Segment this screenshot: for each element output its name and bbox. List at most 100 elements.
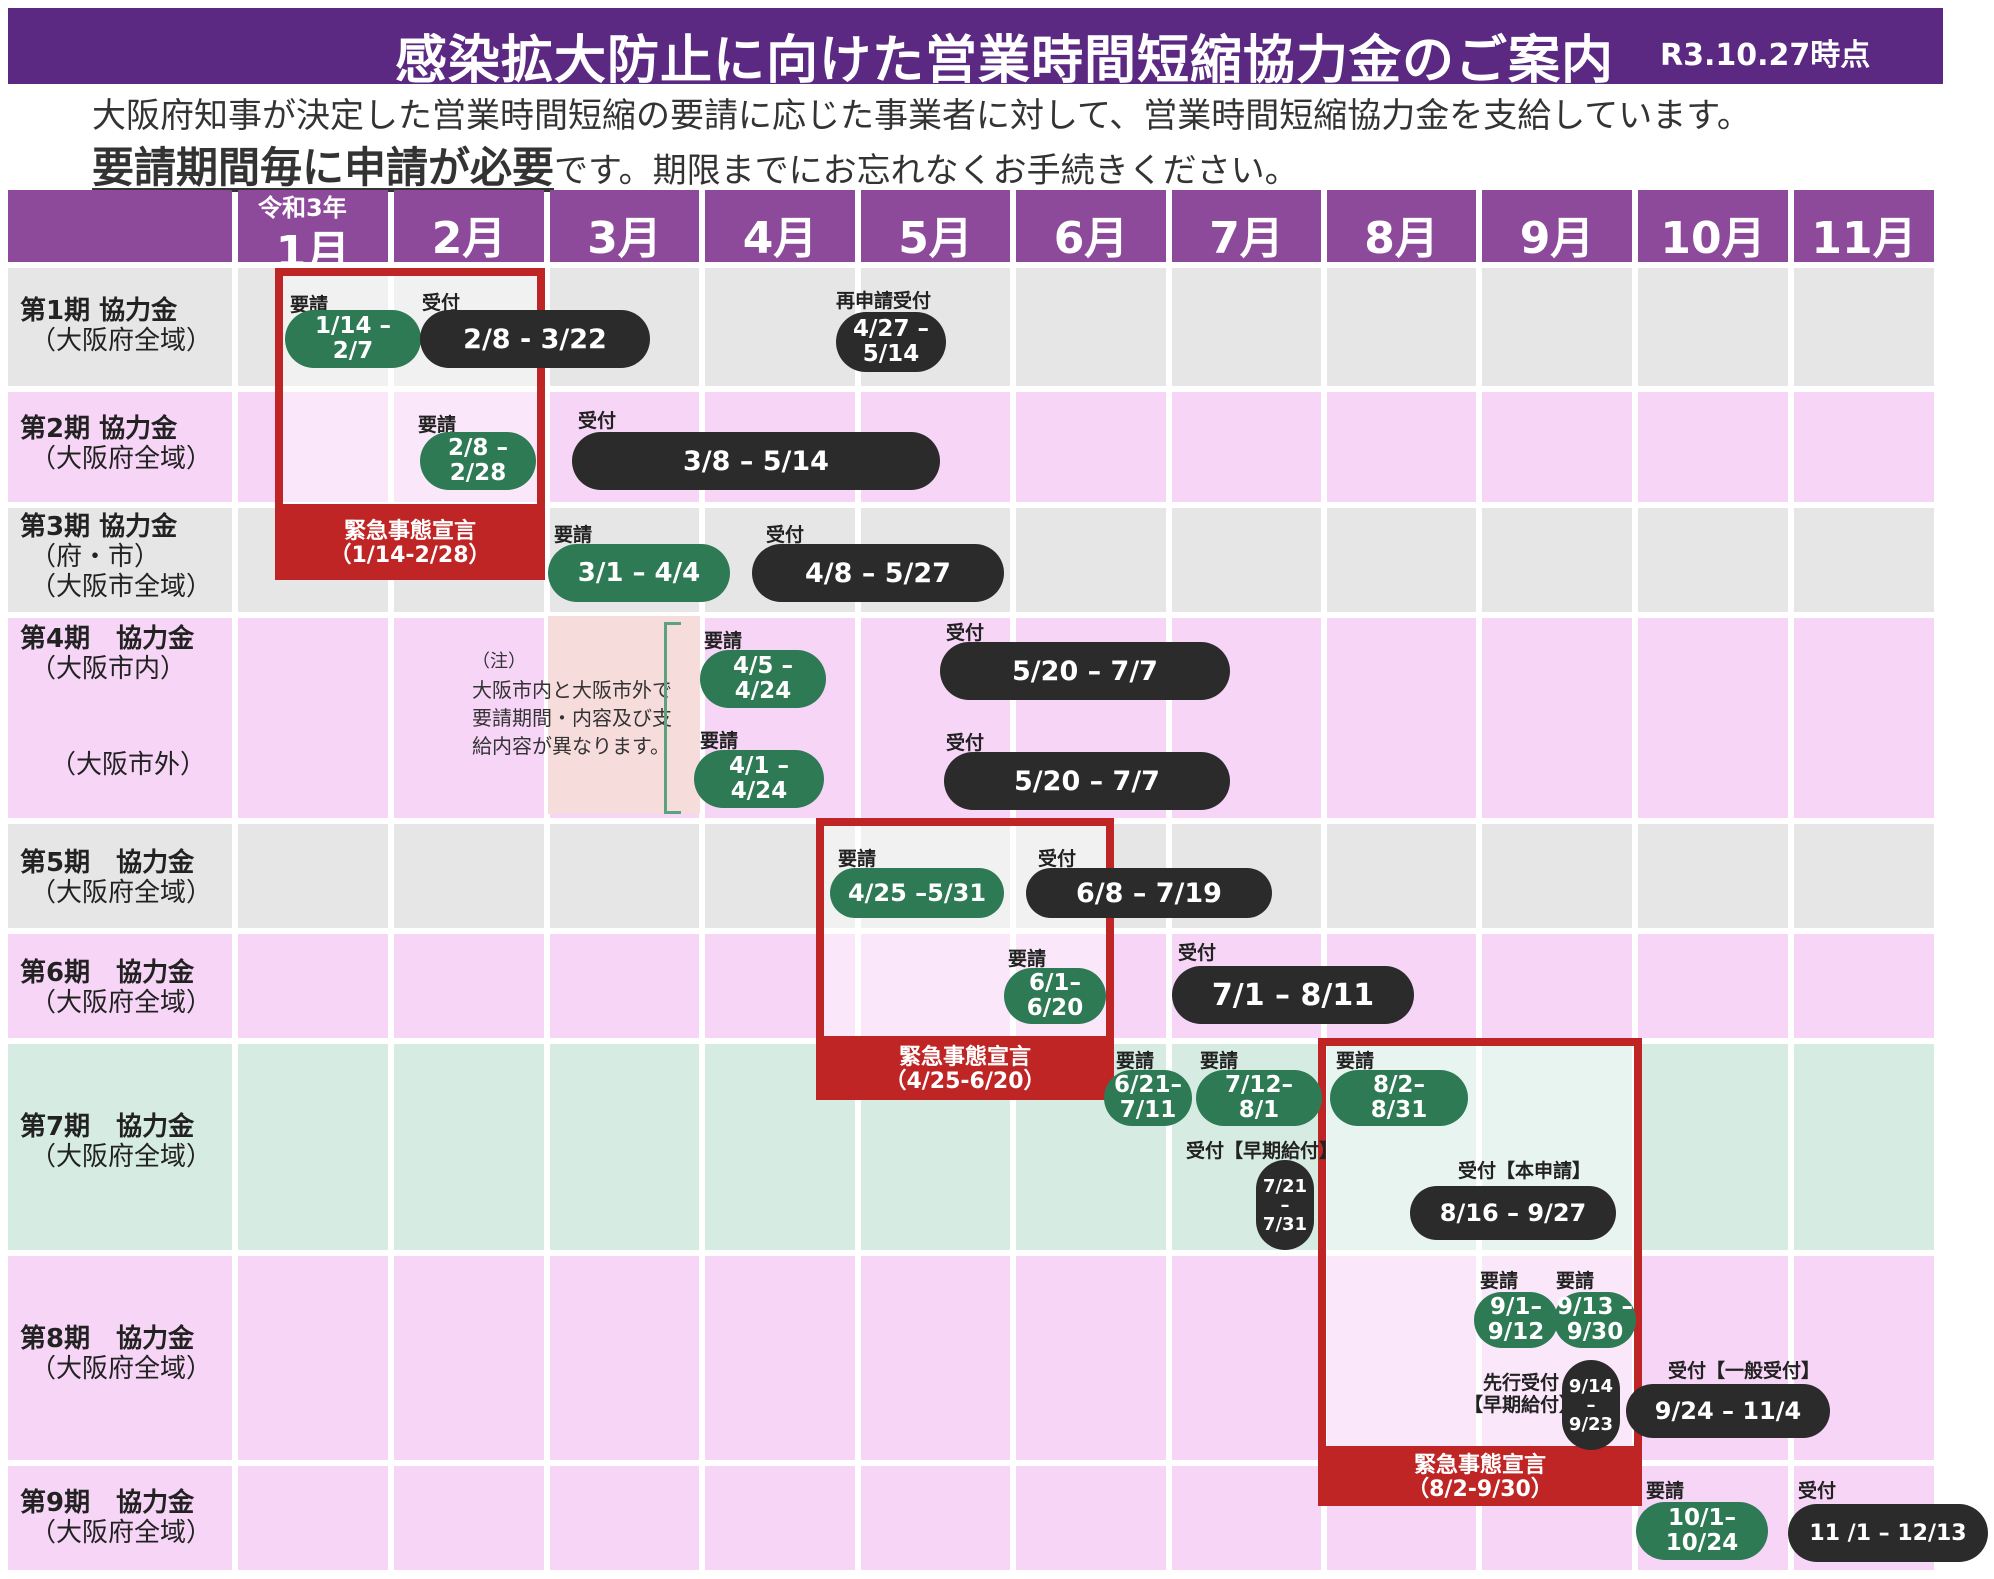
intro-line-2: 要請期間毎に申請が必要です。期限までにお忘れなくお手続きください。 [92,134,1299,195]
area-name: （大阪府全域） [30,326,213,356]
grid-cell [1638,934,1788,1038]
period-name: 第5期 協力金 [20,848,195,878]
header-bar [8,8,1943,84]
reception-tag: 受付 [1178,942,1217,964]
row-label: 第8期 協力金（大阪府全域） [20,1324,212,1384]
reception-tag: 受付 [422,292,461,314]
row-label-cell [8,618,232,818]
note: （注） 大阪市内と大阪市外で要請期間・内容及び支給内容が異なります。 [472,648,672,760]
period-name: 第2期 協力金 [20,414,178,444]
grid-cell [705,1466,855,1570]
pill-text: 4/24 [734,678,792,704]
request-tag: 要請 [1480,1270,1519,1292]
p7-main-pill: 8/16 – 9/27 [1410,1186,1616,1240]
month-label: 5月 [898,213,973,264]
grid-cell [1327,618,1476,818]
grid-cell [861,1466,1010,1570]
area-name: （大阪府全域） [30,1142,213,1172]
row-label: 第4期 協力金（大阪市内） [20,624,194,684]
pill-text: 10/1– [1668,1505,1736,1531]
note-body: 大阪市内と大阪市外で要請期間・内容及び支給内容が異なります。 [472,678,672,758]
emergency-period: （8/2-9/30） [1407,1477,1553,1502]
grid-cell [1638,268,1788,386]
reception-tag: 受付 [946,622,985,644]
emergency-title: 緊急事態宣言 [898,1045,1031,1070]
p7-request-pill-3: 8/2–8/31 [1330,1070,1468,1126]
area-name: （大阪市全域） [30,572,213,602]
grid-cell [1638,1044,1788,1250]
as-of-date: R3.10.27時点 [1660,38,1871,73]
grid-cell [394,824,544,928]
grid-cell [1327,508,1476,612]
pill-text: – [1586,1394,1596,1416]
p8-request-pill-2: 9/13 –9/30 [1554,1292,1636,1348]
grid-cell [1638,392,1788,502]
pill-text: 4/27 – [853,316,929,342]
row-label: 第2期 協力金（大阪府全域） [20,414,212,474]
row-label-cell [8,392,232,502]
tag-line: 先行受付 [1483,1372,1560,1394]
grid-cell [861,1256,1010,1460]
row-label: 第6期 協力金（大阪府全域） [20,958,212,1018]
pill-text: 10/24 [1665,1530,1739,1556]
grid-cell [550,824,699,928]
grid-cell [1016,1466,1166,1570]
area-name: （大阪市外） [50,750,207,780]
month-label: 11月 [1811,213,1917,264]
grid-cell [1327,1256,1476,1460]
request-tag: 要請 [1646,1480,1685,1502]
grid-cell [394,618,544,818]
grid-cell [1327,392,1476,502]
grid-cell [550,1256,699,1460]
main-reception-tag: 受付【本申請】 [1458,1160,1592,1182]
grid-cell [1794,618,1934,818]
header-label-cell [8,190,232,262]
period-name: 第9期 協力金 [20,1488,195,1518]
grid-cell [1172,268,1321,386]
period-name: 第6期 協力金 [20,958,195,988]
request-tag: 要請 [1556,1270,1595,1292]
month-header-cell [1016,190,1166,262]
grid-cell [1794,1044,1934,1250]
grid-cell [1638,824,1788,928]
pill-text: 2/8 – [448,435,508,461]
grid-cell [238,618,388,818]
grid-cell [1327,268,1476,386]
row-label: 第3期 協力金（府・市）（大阪市全域） [20,512,212,602]
request-tag: 要請 [1008,948,1047,970]
month-label: 8月 [1364,213,1439,264]
request-tag: 要請 [700,730,739,752]
month-header-cell [394,190,544,262]
month-header-cell [550,190,699,262]
p8-request-pill-1: 9/1–9/12 [1474,1292,1558,1348]
p4b-request-pill: 4/1 –4/24 [694,750,824,808]
pill-text: – [1280,1194,1290,1216]
month-label: 7月 [1209,213,1284,264]
era-label: 令和3年 [258,194,347,222]
grid-cell [861,934,1010,1038]
pill-text: 6/1– [1029,970,1081,996]
p6-request-pill: 6/1–6/20 [1004,968,1106,1024]
row-label-cell [8,1256,232,1460]
area-name: （大阪府全域） [30,1354,213,1384]
request-tag: 要請 [704,630,743,652]
p5-reception-pill: 6/8 – 7/19 [1026,868,1272,918]
intro-line-1: 大阪府知事が決定した営業時間短縮の要請に応じた事業者に対して、営業時間短縮協力金… [92,96,1751,136]
grid-cell [705,268,855,386]
pill-text: 4/5 – [733,653,793,679]
grid-cell [1016,268,1166,386]
reception-tag: 受付 [946,732,985,754]
month-header-cell [1327,190,1476,262]
row-label-cell [8,508,232,612]
p4a-reception-pill: 5/20 – 7/7 [940,642,1230,700]
month-header-cell [1638,190,1788,262]
period-name: 第4期 協力金 [20,624,195,654]
row-label-cell [8,934,232,1038]
grid-cell [705,1256,855,1460]
grid-cell [394,1044,544,1250]
area-name: （大阪府全域） [30,444,213,474]
emergency-period: （1/14-2/28） [329,543,491,568]
area-name: （大阪府全域） [30,988,213,1018]
p7-early-pill: 7/21–7/31 [1256,1160,1314,1250]
grid-cell [705,824,855,928]
